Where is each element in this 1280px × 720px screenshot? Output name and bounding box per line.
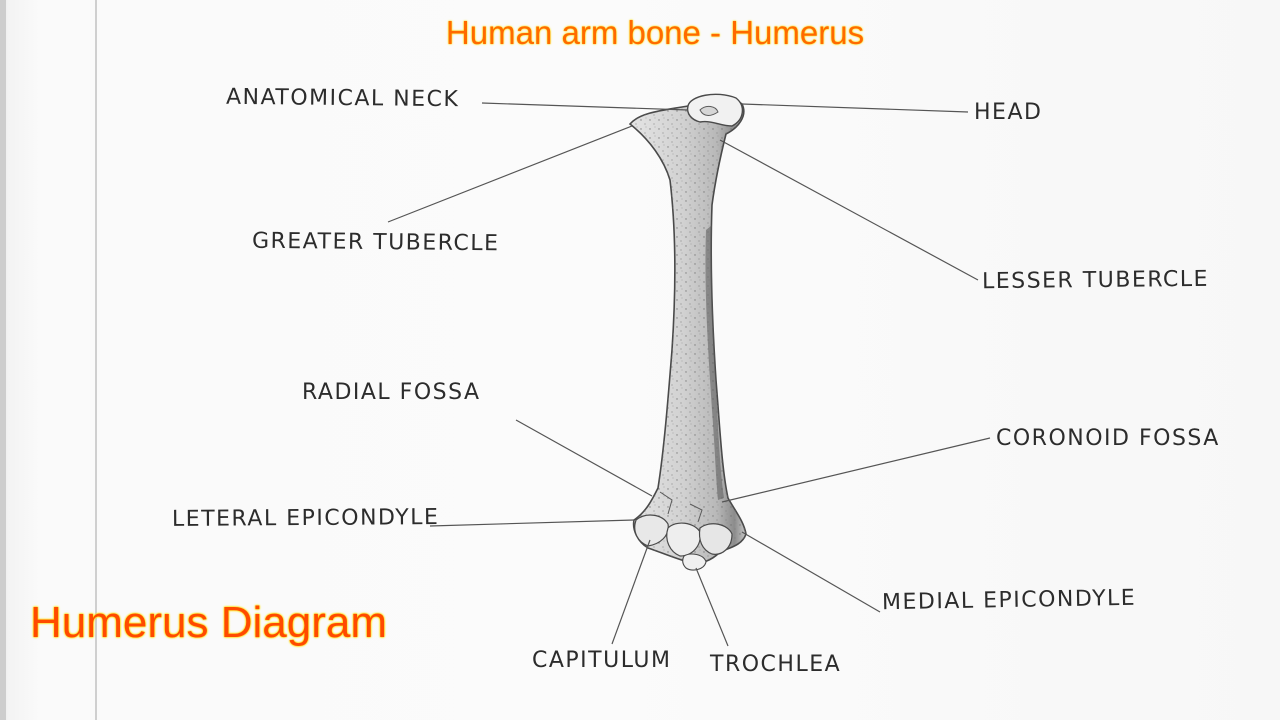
leader-head: [741, 103, 969, 113]
humerus-bone: [628, 93, 747, 571]
page-edge: [0, 0, 6, 720]
condyle-right: [698, 523, 733, 555]
label-coronoid-fossa: CORONOID FOSSA: [996, 426, 1220, 451]
label-greater-tubercle: GREATER TUBERCLE: [251, 228, 500, 257]
diagram-title: Human arm bone - Humerus: [445, 14, 865, 51]
leader-anatomical-neck: [481, 102, 689, 111]
leader-lines: [387, 102, 991, 647]
shaft-shadow: [705, 225, 724, 500]
condyle-left: [634, 514, 669, 547]
leader-lesser-tubercle: [719, 139, 979, 281]
label-medial-epicondyle: MEDIAL EPICONDYLE: [881, 585, 1137, 616]
leader-coronoid-fossa: [721, 437, 991, 503]
label-head: HEAD: [974, 100, 1043, 125]
leader-radial-fossa: [515, 419, 653, 497]
margin-line: [95, 0, 97, 720]
label-trochlea: TROCHLEA: [710, 652, 842, 677]
trochlea-shape: [682, 553, 707, 571]
diagram-caption: Humerus Diagram: [30, 598, 387, 647]
leader-greater-tubercle: [387, 125, 633, 223]
condyle-mid: [666, 522, 701, 557]
leader-medial-epicondyle: [741, 531, 881, 613]
head-notch: [699, 105, 719, 116]
label-lateral-epicondyle: LETERAL EPICONDYLE: [171, 505, 440, 532]
label-anatomical-neck: ANATOMICAL NECK: [225, 84, 460, 113]
label-radial-fossa: RADIAL FOSSA: [302, 380, 481, 405]
leader-trochlea: [695, 567, 729, 647]
fossa-marks: [659, 491, 703, 523]
label-capitulum: CAPITULUM: [532, 648, 672, 673]
leader-lateral-epicondyle: [429, 519, 635, 527]
leader-capitulum: [611, 539, 651, 645]
label-lesser-tubercle: LESSER TUBERCLE: [981, 266, 1210, 295]
